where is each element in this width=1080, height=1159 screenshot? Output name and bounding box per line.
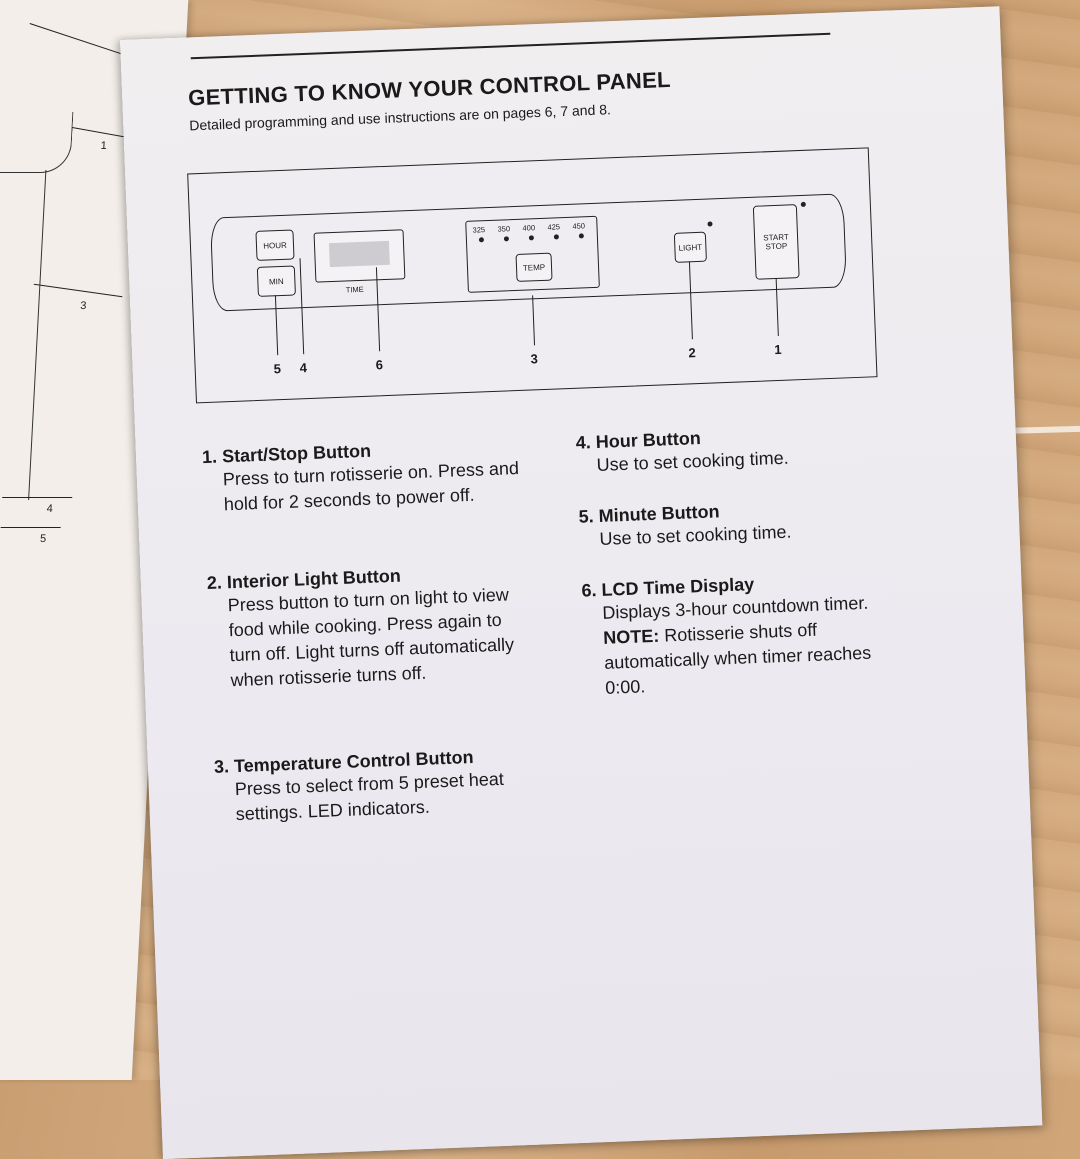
- leader-line: [33, 283, 123, 298]
- callout-5: 5: [273, 361, 282, 377]
- led-indicator: [528, 235, 534, 241]
- item-description: Displays 3-hour countdown timer. NOTE: R…: [602, 589, 906, 700]
- item-minute: 5. Minute Button Use to set cooking time…: [578, 494, 900, 552]
- start-stop-button-drawing: START STOP: [752, 204, 800, 280]
- temperature-group: 325 350 400 425 450 TEMP: [465, 215, 600, 293]
- appliance-outline: [0, 112, 74, 173]
- appliance-side: [22, 170, 47, 500]
- top-rule: [190, 32, 831, 60]
- lcd-display-drawing: [313, 229, 406, 283]
- item-description: Press button to turn on light to view fo…: [227, 584, 515, 691]
- temp-button-drawing: TEMP: [515, 252, 553, 282]
- item-hour: 4. Hour Button Use to set cooking time.: [575, 421, 897, 479]
- temp-325-label: 325: [472, 225, 486, 235]
- temp-425-label: 425: [547, 222, 561, 232]
- callout-4: 4: [299, 360, 308, 376]
- temp-450-label: 450: [572, 221, 586, 231]
- time-label: TIME: [345, 284, 364, 295]
- manual-page: GETTING TO KNOW YOUR CONTROL PANEL Detai…: [120, 6, 1043, 1159]
- item-start-stop: 1. Start/Stop Button Press to turn rotis…: [202, 435, 524, 518]
- light-indicator-led: [707, 221, 713, 227]
- min-button-drawing: MIN: [256, 265, 296, 297]
- temp-400-label: 400: [522, 223, 536, 233]
- left-callout-5: 5: [39, 533, 47, 545]
- power-indicator-led: [800, 201, 806, 207]
- light-button-drawing: LIGHT: [673, 231, 707, 263]
- callout-2: 2: [688, 345, 696, 361]
- item-interior-light: 2. Interior Light Button Press button to…: [207, 561, 531, 694]
- left-callout-1: 1: [100, 140, 108, 152]
- callout-3: 3: [530, 351, 539, 367]
- left-callout-3: 3: [79, 300, 87, 312]
- control-panel-diagram: HOUR MIN TIME 325 350 400 425 450 TEMP: [187, 147, 878, 404]
- callout-6: 6: [375, 357, 384, 373]
- left-page-rule: [29, 23, 133, 58]
- note-label: NOTE:: [602, 625, 660, 648]
- item-temperature-control: 3. Temperature Control Button Press to s…: [214, 745, 536, 828]
- led-indicator: [503, 236, 510, 242]
- hour-button-drawing: HOUR: [255, 229, 295, 261]
- item-description: Press to select from 5 preset heat setti…: [234, 768, 505, 825]
- lcd-screen: [328, 240, 390, 268]
- led-indicator: [578, 233, 584, 239]
- left-callout-4: 4: [46, 503, 54, 515]
- leader-line: [2, 497, 73, 498]
- control-panel-outline: HOUR MIN TIME 325 350 400 425 450 TEMP: [209, 193, 848, 312]
- stop-label: STOP: [765, 241, 788, 252]
- led-indicator: [478, 237, 485, 243]
- item-lcd-time-display: 6. LCD Time Display Displays 3-hour coun…: [581, 568, 905, 701]
- callout-1: 1: [774, 341, 782, 358]
- temp-350-label: 350: [497, 224, 511, 234]
- item-description: Press to turn rotisserie on. Press and h…: [222, 458, 520, 515]
- led-indicator: [553, 234, 559, 240]
- leader-line: [0, 527, 61, 528]
- leader-line-3: [532, 295, 536, 346]
